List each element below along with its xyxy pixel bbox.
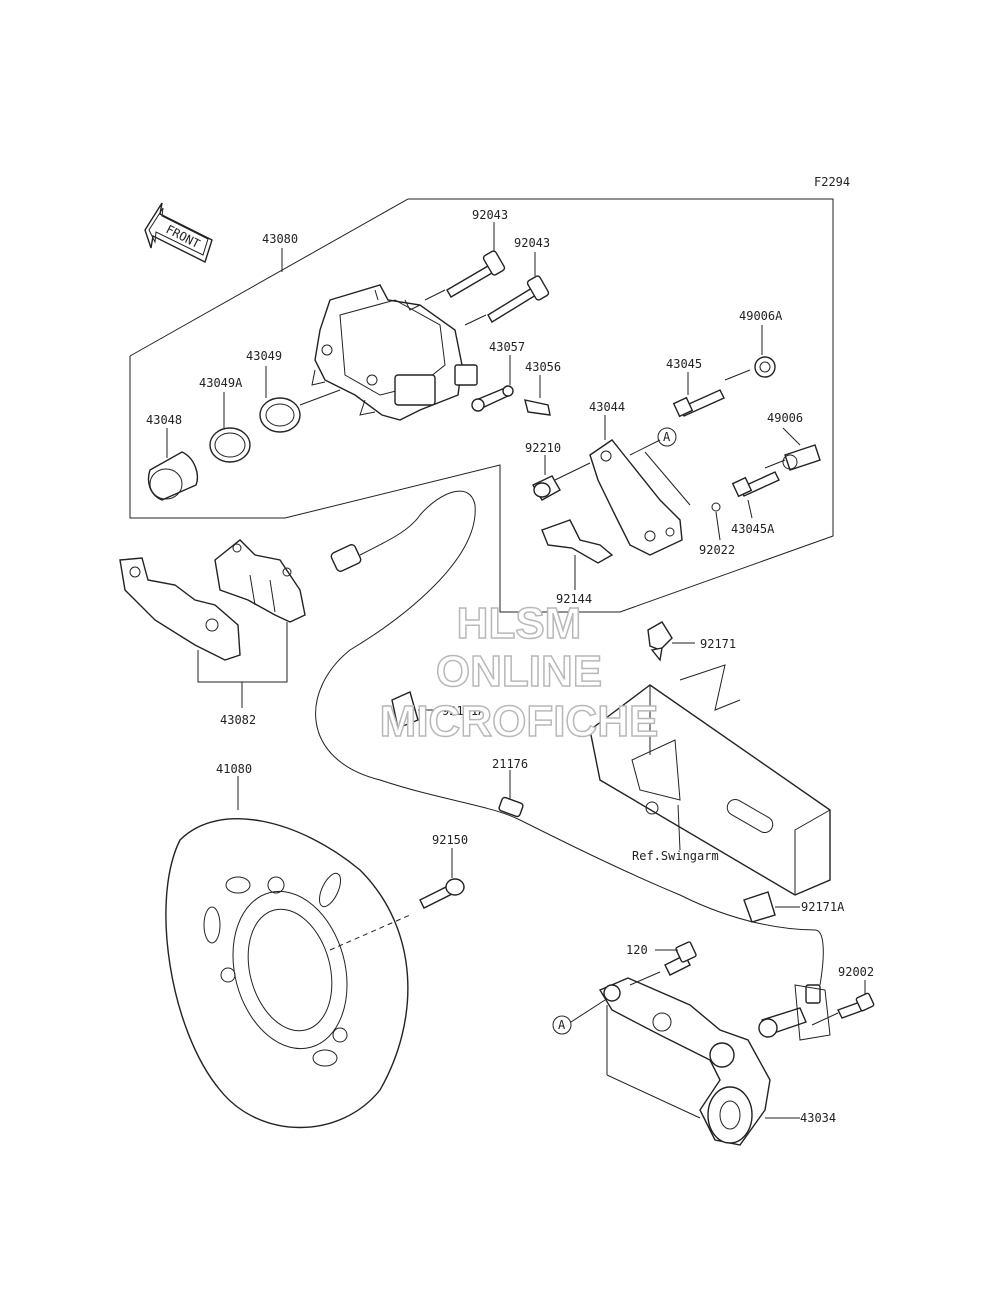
svg-text:A: A [558,1018,566,1032]
watermark-line-2: ONLINE [436,647,602,696]
part-92150: 92150 [432,833,468,847]
ref-swingarm-label: Ref.Swingarm [632,849,719,863]
part-92002: 92002 [838,965,874,979]
part-92171a-top: 92171A [442,704,486,718]
piston-and-seals [147,366,341,501]
caliper-bracket [554,415,691,556]
caliper-assembly-outline [129,198,834,613]
caliper-body [311,284,478,421]
front-arrow-icon: FRONT [144,202,213,263]
part-43044: 43044 [589,400,625,414]
part-43080: 43080 [262,232,298,246]
part-92043-b: 92043 [514,236,550,250]
part-21176: 21176 [492,757,528,771]
part-43048: 43048 [146,413,182,427]
bleeder-valve [471,355,551,416]
part-49006: 49006 [767,411,803,425]
part-43034: 43034 [800,1111,836,1125]
brake-disc [165,776,411,1129]
callout-marker-a-bottom: A [552,999,606,1035]
part-43056: 43056 [525,360,561,374]
bracket-bolts [629,941,875,1026]
part-92022: 92022 [699,543,735,557]
part-92144: 92144 [556,592,592,606]
pin-bolts [424,222,550,326]
part-43082: 43082 [220,713,256,727]
part-43057: 43057 [489,340,525,354]
part-120: 120 [626,943,648,957]
part-92043-a: 92043 [472,208,508,222]
part-43045a: 43045A [731,522,775,536]
harness-clamps [391,621,800,923]
part-43045: 43045 [666,357,702,371]
part-43049a: 43049A [199,376,243,390]
part-43049: 43049 [246,349,282,363]
part-41080: 41080 [216,762,252,776]
part-92171a-bottom: 92171A [801,900,845,914]
pad-spring [541,519,614,590]
bracket-pins [672,325,821,541]
watermark-line-3: MICROFICHE [380,697,659,746]
part-92171: 92171 [700,637,736,651]
figure-code: F2294 [814,175,850,189]
sensor-bracket [598,977,831,1146]
part-49006a: 49006A [739,309,783,323]
part-92210: 92210 [525,441,561,455]
swingarm-reference: Ref.Swingarm [589,664,831,896]
watermark: HLSM ONLINE MICROFICHE [379,598,659,747]
sleeve [532,455,561,501]
brake-pads [119,539,306,708]
abs-sensor-harness [315,490,824,1004]
callout-marker-a-top: A [657,427,677,447]
svg-text:A: A [663,430,671,444]
watermark-line-1: HLSM [457,599,582,648]
disc-bolt [419,848,465,909]
